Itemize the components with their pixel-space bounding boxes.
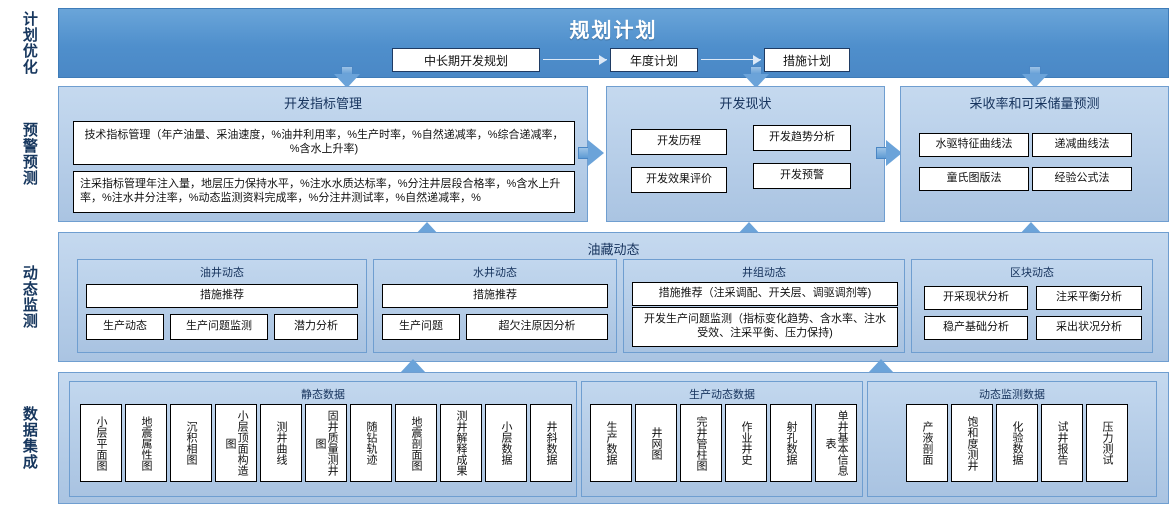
monitoring-item-4[interactable]: 试井报告	[1041, 404, 1083, 482]
rail-item-planning[interactable]: 计划优化	[0, 8, 58, 78]
oil-well-measure-recommend[interactable]: 措施推荐	[86, 284, 358, 308]
block-injection-balance[interactable]: 注采平衡分析	[1036, 286, 1142, 310]
well-group-measure-recommend[interactable]: 措施推荐（注采调配、开关层、调驱调剂等)	[632, 282, 898, 306]
static-item-1[interactable]: 小层平面图	[80, 404, 122, 482]
monitoring-item-2[interactable]: 饱和度测井	[951, 404, 993, 482]
static-item-8[interactable]: 地震剖面图	[395, 404, 437, 482]
dev-index-technical[interactable]: 技术指标管理（年产油量、采油速度，%油井利用率，%生产时率，%自然递减率，%综合…	[73, 121, 575, 165]
monitoring-item-3[interactable]: 化验数据	[996, 404, 1038, 482]
subpanel-title-production-data: 生产动态数据	[689, 389, 755, 401]
panel-title-reservoir: 油藏动态	[587, 242, 640, 257]
production-item-3[interactable]: 完井管柱图	[680, 404, 722, 482]
rail-item-warning[interactable]: 预警预测	[0, 86, 58, 222]
subpanel-monitoring-data: 动态监测数据 产液剖面 饱和度测井 化验数据 试井报告 压力测试	[867, 381, 1157, 497]
header-arrow-1	[543, 55, 607, 65]
static-item-5[interactable]: 测井曲线	[260, 404, 302, 482]
production-item-2[interactable]: 井网图	[635, 404, 677, 482]
header-arrow-2	[701, 55, 761, 65]
block-stable-production[interactable]: 稳产基础分析	[924, 316, 1028, 340]
rail-item-label: 数据集成	[20, 406, 38, 470]
production-item-4[interactable]: 作业井史	[725, 404, 767, 482]
arrow-right-icon-devindex-to-devstatus	[578, 140, 604, 166]
subpanel-title-well-group: 井组动态	[742, 267, 786, 279]
panel-reservoir-dynamics: 油藏动态 油井动态 措施推荐 生产动态 生产问题监测 潜力分析 水井动态 措施推…	[58, 232, 1169, 362]
subpanel-title-static-data: 静态数据	[301, 389, 345, 401]
panel-title-dev-status: 开发现状	[719, 96, 772, 111]
dev-status-history[interactable]: 开发历程	[631, 129, 727, 155]
recovery-decline-curve[interactable]: 递减曲线法	[1032, 133, 1132, 157]
subpanel-oil-well: 油井动态 措施推荐 生产动态 生产问题监测 潜力分析	[77, 259, 367, 353]
subpanel-title-monitoring-data: 动态监测数据	[979, 389, 1045, 401]
subpanel-static-data: 静态数据 小层平面图 地震属性图 沉积相图 小层顶面构造图 测井曲线 固井质量测…	[69, 381, 577, 497]
recovery-empirical[interactable]: 经验公式法	[1032, 167, 1132, 191]
dev-status-trend[interactable]: 开发趋势分析	[753, 125, 851, 151]
subpanel-title-oil-well: 油井动态	[200, 267, 244, 279]
recovery-waterdrive-curve[interactable]: 水驱特征曲线法	[919, 133, 1029, 157]
static-item-11[interactable]: 井斜数据	[530, 404, 572, 482]
panel-data-integration: 静态数据 小层平面图 地震属性图 沉积相图 小层顶面构造图 测井曲线 固井质量测…	[58, 372, 1169, 504]
subpanel-production-data: 生产动态数据 生产数据 井网图 完井管柱图 作业井史 射孔数据 单井基本信息表	[581, 381, 863, 497]
rail-item-label: 计划优化	[20, 11, 38, 75]
static-item-4[interactable]: 小层顶面构造图	[215, 404, 257, 482]
production-item-1[interactable]: 生产数据	[590, 404, 632, 482]
arrow-down-icon-header-to-recovery	[1022, 66, 1048, 88]
rail-item-data[interactable]: 数据集成	[0, 372, 58, 504]
rail-item-monitoring[interactable]: 动态监测	[0, 232, 58, 362]
oil-well-production-dynamics[interactable]: 生产动态	[86, 314, 164, 340]
panel-dev-index: 开发指标管理 技术指标管理（年产油量、采油速度，%油井利用率，%生产时率，%自然…	[58, 86, 588, 222]
water-well-over-under-injection[interactable]: 超欠注原因分析	[466, 314, 608, 340]
block-recovery-status[interactable]: 采出状况分析	[1036, 316, 1142, 340]
dev-index-injection[interactable]: 注采指标管理年注入量，地层压力保持水平，%注水水质达标率，%分注井层段合格率，%…	[73, 171, 575, 213]
static-item-10[interactable]: 小层数据	[485, 404, 527, 482]
production-item-5[interactable]: 射孔数据	[770, 404, 812, 482]
recovery-tong-chart[interactable]: 童氏图版法	[919, 167, 1029, 191]
water-well-production-problem[interactable]: 生产问题	[382, 314, 460, 340]
oil-well-problem-monitor[interactable]: 生产问题监测	[170, 314, 268, 340]
rail-item-label: 动态监测	[20, 265, 38, 329]
dev-status-evaluation[interactable]: 开发效果评价	[631, 167, 727, 193]
well-group-problem-monitor[interactable]: 开发生产问题监测（指标变化趋势、含水率、注水受效、注采平衡、压力保持)	[632, 307, 898, 347]
header-band: 规划计划 中长期开发规划 年度计划 措施计划	[58, 8, 1169, 78]
subpanel-title-block: 区块动态	[1010, 267, 1054, 279]
header-box-annual-plan[interactable]: 年度计划	[610, 48, 698, 72]
production-item-6[interactable]: 单井基本信息表	[815, 404, 857, 482]
panel-title-dev-index: 开发指标管理	[283, 96, 362, 111]
left-rail: 计划优化 预警预测 动态监测 数据集成	[0, 0, 58, 509]
static-item-2[interactable]: 地震属性图	[125, 404, 167, 482]
oil-well-potential-analysis[interactable]: 潜力分析	[274, 314, 358, 340]
arrow-down-icon-header-to-devstatus	[743, 66, 769, 88]
subpanel-water-well: 水井动态 措施推荐 生产问题 超欠注原因分析	[373, 259, 617, 353]
rail-item-label: 预警预测	[20, 122, 38, 186]
water-well-measure-recommend[interactable]: 措施推荐	[382, 284, 608, 308]
static-item-3[interactable]: 沉积相图	[170, 404, 212, 482]
panel-recovery: 采收率和可采储量预测 水驱特征曲线法 递减曲线法 童氏图版法 经验公式法	[900, 86, 1169, 222]
static-item-9[interactable]: 测井解释成果	[440, 404, 482, 482]
page-title: 规划计划	[569, 20, 658, 42]
static-item-7[interactable]: 随钻轨迹	[350, 404, 392, 482]
subpanel-well-group: 井组动态 措施推荐（注采调配、开关层、调驱调剂等) 开发生产问题监测（指标变化趋…	[623, 259, 905, 353]
arrow-down-icon-header-to-devindex	[334, 66, 360, 88]
arrow-right-icon-devstatus-to-recovery	[876, 140, 902, 166]
dev-status-warning[interactable]: 开发预警	[753, 163, 851, 189]
block-production-status[interactable]: 开采现状分析	[924, 286, 1028, 310]
subpanel-block: 区块动态 开采现状分析 注采平衡分析 稳产基础分析 采出状况分析	[911, 259, 1153, 353]
monitoring-item-1[interactable]: 产液剖面	[906, 404, 948, 482]
panel-title-recovery: 采收率和可采储量预测	[969, 96, 1100, 111]
header-box-measure-plan[interactable]: 措施计划	[764, 48, 850, 72]
header-box-midlong-plan[interactable]: 中长期开发规划	[392, 48, 540, 72]
subpanel-title-water-well: 水井动态	[473, 267, 517, 279]
panel-dev-status: 开发现状 开发历程 开发趋势分析 开发效果评价 开发预警	[606, 86, 885, 222]
static-item-6[interactable]: 固井质量测井图	[305, 404, 347, 482]
monitoring-item-5[interactable]: 压力测试	[1086, 404, 1128, 482]
